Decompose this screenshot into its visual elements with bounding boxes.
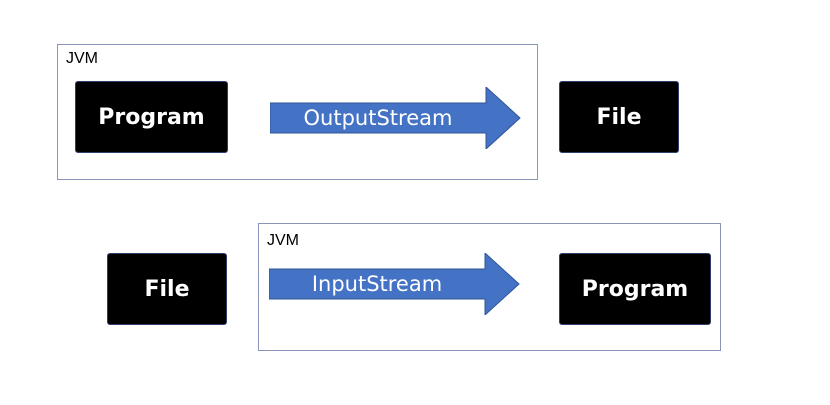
top-program-label: Program <box>98 104 205 130</box>
output-stream-arrow-shape <box>270 87 521 149</box>
output-stream-arrow: OutputStream <box>270 87 521 149</box>
input-stream-arrow-shape <box>269 253 520 315</box>
output-stream-label: OutputStream <box>303 106 453 130</box>
top-file-box: File <box>559 81 679 153</box>
bottom-program-box: Program <box>559 253 711 325</box>
bottom-file-label: File <box>144 276 190 302</box>
top-file-label: File <box>596 104 642 130</box>
bottom-file-box: File <box>107 253 227 325</box>
bottom-jvm-label: JVM <box>267 232 299 249</box>
input-stream-label: InputStream <box>311 272 443 296</box>
top-program-box: Program <box>75 81 228 153</box>
input-stream-arrow: InputStream <box>269 253 520 315</box>
bottom-program-label: Program <box>581 276 689 302</box>
top-jvm-label: JVM <box>66 50 98 67</box>
